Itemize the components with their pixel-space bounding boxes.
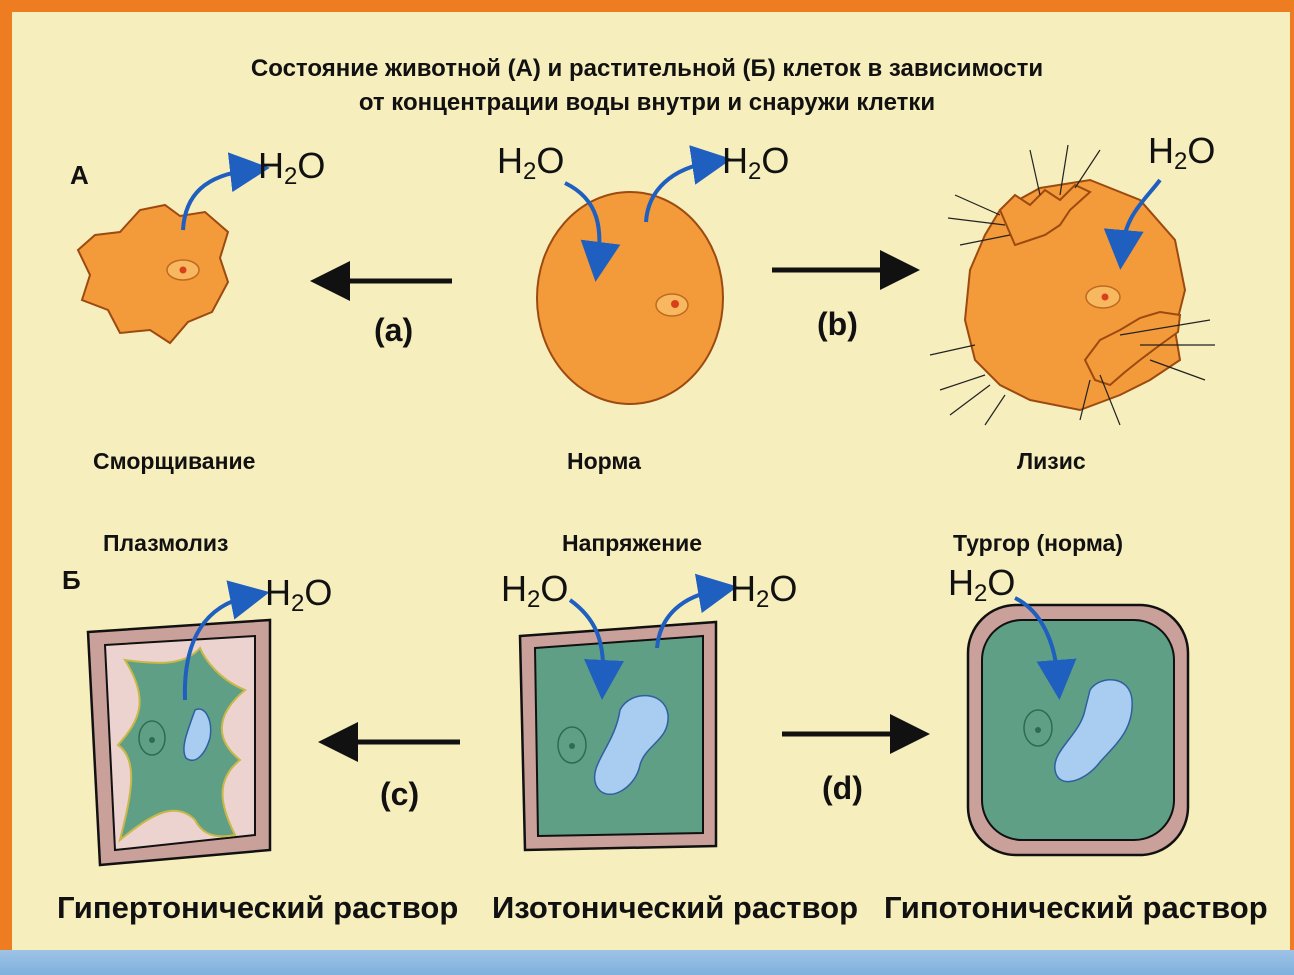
tension-label: Напряжение	[562, 530, 702, 557]
plasmolysis-label: Плазмолиз	[103, 530, 228, 557]
normal-label: Норма	[567, 448, 641, 475]
arrow-b-label: (b)	[817, 306, 858, 343]
h2o-label-normal-out: H2O	[722, 140, 789, 186]
lysis-label: Лизис	[1017, 448, 1086, 475]
isotonic-label: Изотонический раствор	[492, 890, 858, 926]
turgid-plant-cell	[968, 598, 1188, 855]
h2o-label-tension-out: H2O	[730, 568, 797, 614]
shrunken-animal-cell	[78, 170, 250, 343]
arrow-d-label: (d)	[822, 770, 863, 807]
shrink-label: Сморщивание	[93, 448, 255, 475]
h2o-label-shrink: H2O	[258, 145, 325, 191]
lysed-animal-cell	[930, 145, 1215, 425]
h2o-label-lysis: H2O	[1148, 130, 1215, 176]
h2o-label-plasmolysis: H2O	[265, 572, 332, 618]
hypotonic-label: Гипотонический раствор	[884, 890, 1268, 926]
turgor-label: Тургор (норма)	[953, 530, 1123, 557]
h2o-label-tension-in: H2O	[501, 568, 568, 614]
arrow-c-label: (c)	[380, 776, 419, 813]
h2o-label-turgor: H2O	[948, 562, 1015, 608]
normal-animal-cell	[537, 162, 723, 404]
h2o-label-normal-in: H2O	[497, 140, 564, 186]
plasmolysed-plant-cell	[88, 596, 270, 865]
hypertonic-label: Гипертонический раствор	[57, 890, 458, 926]
isotonic-plant-cell	[520, 590, 718, 850]
arrow-a-label: (a)	[374, 312, 413, 349]
